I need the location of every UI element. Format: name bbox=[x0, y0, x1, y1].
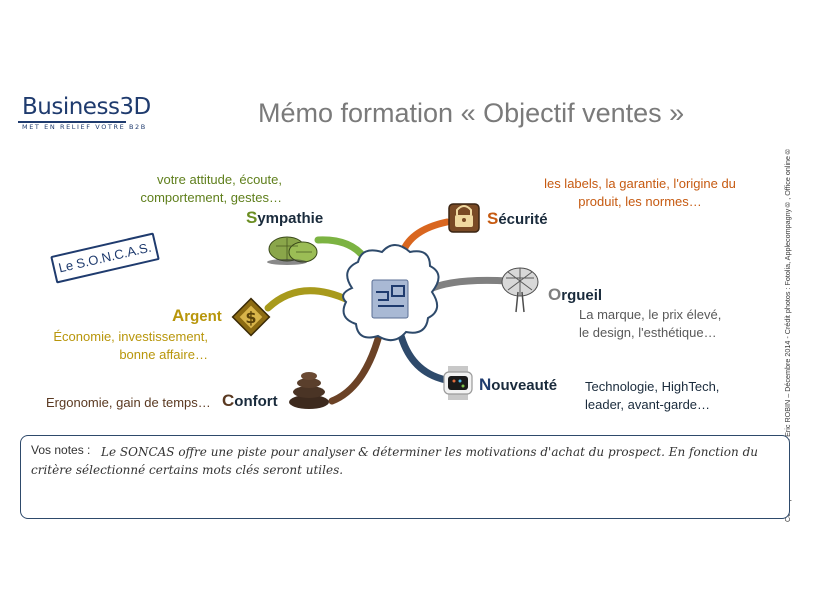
desc-line: le design, l'esthétique… bbox=[579, 324, 721, 342]
desc-confort: Ergonomie, gain de temps… bbox=[46, 394, 211, 412]
desc-securite: les labels, la garantie, l'origine du pr… bbox=[530, 175, 750, 211]
desc-argent: Économie, investissement, bonne affaire… bbox=[30, 328, 208, 364]
desc-line: La marque, le prix élevé, bbox=[579, 306, 721, 324]
keyword-initial: O bbox=[548, 285, 561, 304]
notes-text[interactable]: Le SONCAS offre une piste pour analyser … bbox=[31, 443, 779, 479]
desc-sympathie: votre attitude, écoute, comportement, ge… bbox=[122, 171, 282, 207]
keyword-orgueil: Orgueil bbox=[548, 285, 602, 305]
desc-line: votre attitude, écoute, bbox=[122, 171, 282, 189]
keyword-rest: ympathie bbox=[257, 210, 323, 227]
desc-line: comportement, gestes… bbox=[122, 189, 282, 207]
branch-orgueil bbox=[428, 280, 508, 290]
keyword-securite: Sécurité bbox=[487, 209, 548, 229]
desc-line: bonne affaire… bbox=[30, 346, 208, 364]
smartwatch-icon bbox=[444, 366, 472, 400]
branch-confort bbox=[332, 332, 380, 401]
desc-line: Économie, investissement, bbox=[30, 328, 208, 346]
desc-line: leader, avant-garde… bbox=[585, 396, 719, 414]
desc-nouveaute: Technologie, HighTech, leader, avant-gar… bbox=[585, 378, 719, 414]
branch-nouveaute bbox=[400, 332, 446, 380]
3d-cube-cloud-icon bbox=[343, 245, 438, 340]
keyword-rest: ouveauté bbox=[491, 377, 557, 394]
branch-argent bbox=[268, 291, 348, 308]
desc-line: les labels, la garantie, l'origine du bbox=[530, 175, 750, 193]
keyword-initial: S bbox=[246, 208, 257, 227]
keyword-rest: rgueil bbox=[561, 287, 602, 304]
keyword-confort: Confort bbox=[222, 391, 278, 411]
keyword-initial: N bbox=[479, 375, 491, 394]
keyword-argent: Argent bbox=[172, 306, 222, 326]
desc-line: produit, les normes… bbox=[530, 193, 750, 211]
desc-orgueil: La marque, le prix élevé, le design, l'e… bbox=[579, 306, 721, 342]
keyword-rest: rgent bbox=[184, 308, 222, 325]
dollar-sign-icon: $ bbox=[233, 299, 270, 336]
desc-line: Ergonomie, gain de temps… bbox=[46, 394, 211, 412]
svg-text:$: $ bbox=[245, 308, 256, 327]
padlock-icon bbox=[449, 204, 479, 232]
keyword-rest: onfort bbox=[234, 393, 277, 410]
desc-line: Technologie, HighTech, bbox=[585, 378, 719, 396]
keyword-initial: S bbox=[487, 209, 498, 228]
stacked-stones-icon bbox=[289, 372, 329, 409]
keyword-nouveaute: Nouveauté bbox=[479, 375, 557, 395]
keyword-rest: écurité bbox=[498, 211, 547, 228]
peacock-icon bbox=[502, 268, 538, 312]
keyword-initial: C bbox=[222, 391, 234, 410]
turtles-icon bbox=[267, 237, 317, 265]
keyword-sympathie: Sympathie bbox=[246, 208, 323, 228]
keyword-initial: A bbox=[172, 306, 184, 325]
